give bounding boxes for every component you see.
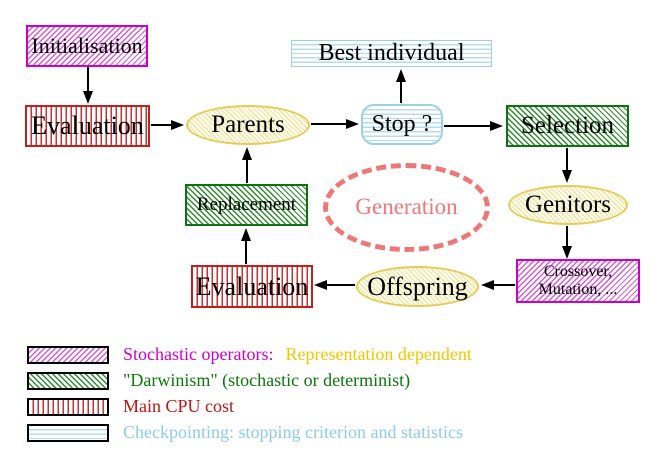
node-replacement-label: Replacement xyxy=(196,194,297,216)
node-evaluation-bottom: Evaluation xyxy=(191,265,313,308)
node-replacement: Replacement xyxy=(185,184,308,226)
crossover-line: Crossover, xyxy=(543,262,613,280)
legend-item-stochastic-operators: Stochastic operators: Representation depe… xyxy=(123,344,472,365)
node-initialisation-label: Initialisation xyxy=(31,33,143,59)
node-genitors-label: Genitors xyxy=(524,190,612,218)
generation-loop-ellipse: Generation xyxy=(323,163,490,252)
node-evaluation-top: Evaluation xyxy=(25,105,150,147)
legend-swatch-darwinism xyxy=(27,372,109,390)
node-evaluation-bottom-label: Evaluation xyxy=(195,271,309,301)
node-stop: Stop ? xyxy=(361,104,443,145)
node-crossover-mutation: Crossover, Mutation, ... xyxy=(516,259,640,303)
node-stop-label: Stop ? xyxy=(371,110,433,137)
legend-stochastic-operators-label: Stochastic operators: xyxy=(123,344,274,364)
legend-checkpointing-label: Checkpointing: stopping criterion and st… xyxy=(123,422,463,442)
legend-swatch-stochastic-operators xyxy=(27,346,109,364)
node-best-individual: Best individual xyxy=(291,40,492,67)
legend-representation-dependent-label: Representation dependent xyxy=(285,344,472,364)
node-crossover-mutation-label: Crossover, Mutation, ... xyxy=(539,263,618,300)
node-offspring: Offspring xyxy=(356,266,479,307)
node-best-individual-label: Best individual xyxy=(318,39,465,66)
legend-item-main-cpu-cost: Main CPU cost xyxy=(123,396,234,417)
node-selection: Selection xyxy=(506,105,629,147)
node-evaluation-top-label: Evaluation xyxy=(31,111,144,141)
node-genitors: Genitors xyxy=(508,185,628,225)
node-offspring-label: Offspring xyxy=(367,271,468,301)
node-selection-label: Selection xyxy=(520,111,615,139)
generation-label: Generation xyxy=(355,194,458,220)
legend-item-darwinism: "Darwinism" (stochastic or determinist) xyxy=(123,370,410,391)
node-initialisation: Initialisation xyxy=(26,25,148,67)
legend-swatch-checkpointing xyxy=(27,424,109,442)
legend-darwinism-label: "Darwinism" (stochastic or determinist) xyxy=(123,370,411,390)
legend-main-cpu-cost-label: Main CPU cost xyxy=(123,396,235,416)
legend-swatch-main-cpu-cost xyxy=(27,398,109,416)
node-parents-label: Parents xyxy=(211,110,285,138)
mutation-line: Mutation, ... xyxy=(538,281,618,298)
legend-item-checkpointing: Checkpointing: stopping criterion and st… xyxy=(123,422,463,443)
node-parents: Parents xyxy=(186,105,310,145)
